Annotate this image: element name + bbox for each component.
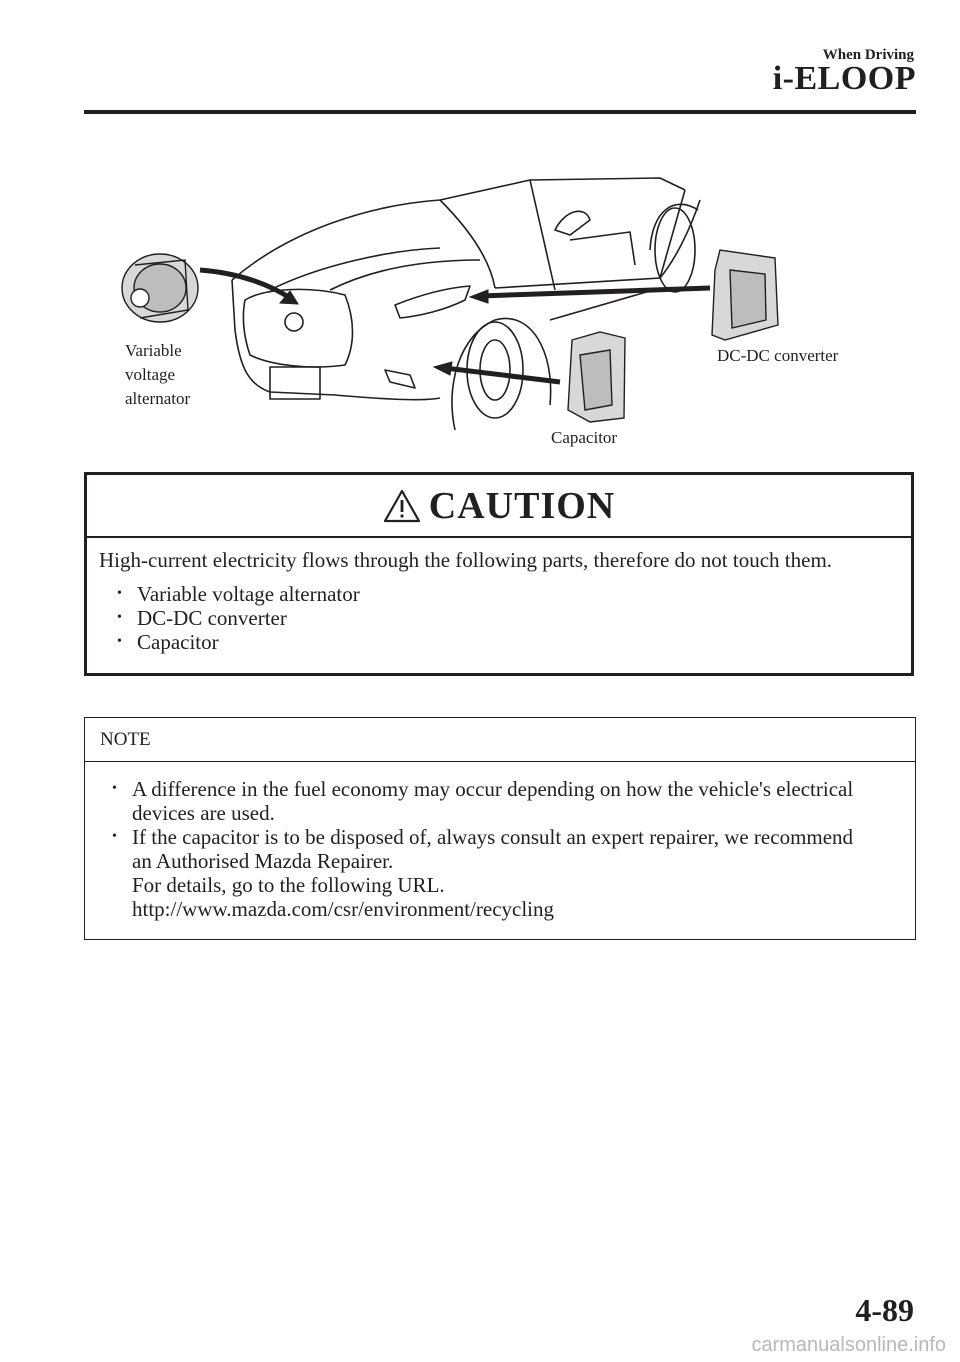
label-dcdc-converter: DC-DC converter [717,346,839,365]
car-component-illustration [100,170,880,460]
caution-item: •Variable voltage alternator [117,582,360,606]
note-box: NOTE • A difference in the fuel economy … [84,717,916,940]
caution-intro: High-current electricity flows through t… [99,548,833,572]
note-item: • If the capacitor is to be disposed of,… [112,825,854,921]
label-alternator: Variable voltage alternator [125,341,191,408]
alternator-part [121,253,199,323]
caution-box: CAUTION High-current electricity flows t… [84,472,914,676]
dcdc-converter-part [711,249,779,341]
caution-header: CAUTION [87,475,911,538]
label-capacitor: Capacitor [551,428,618,447]
page-title: i-ELOOP [772,60,916,97]
caution-list: •Variable voltage alternator •DC-DC conv… [99,582,901,654]
caution-body: High-current electricity flows through t… [87,538,911,654]
caution-item: •Capacitor [117,630,219,654]
page-number: 4-89 [855,1292,914,1328]
capacitor-part [567,331,626,423]
note-list: • A difference in the fuel economy may o… [102,777,905,921]
watermark: carmanualsonline.info [751,1334,946,1356]
note-item: • A difference in the fuel economy may o… [112,777,854,825]
caution-item: •DC-DC converter [117,606,287,630]
warning-triangle-icon [383,489,420,522]
note-body: • A difference in the fuel economy may o… [85,762,915,921]
header-divider [84,110,916,114]
note-title: NOTE [85,718,915,762]
caution-title: CAUTION [428,484,616,527]
car-line-drawing [121,177,779,431]
section-name: When Driving [822,47,914,63]
